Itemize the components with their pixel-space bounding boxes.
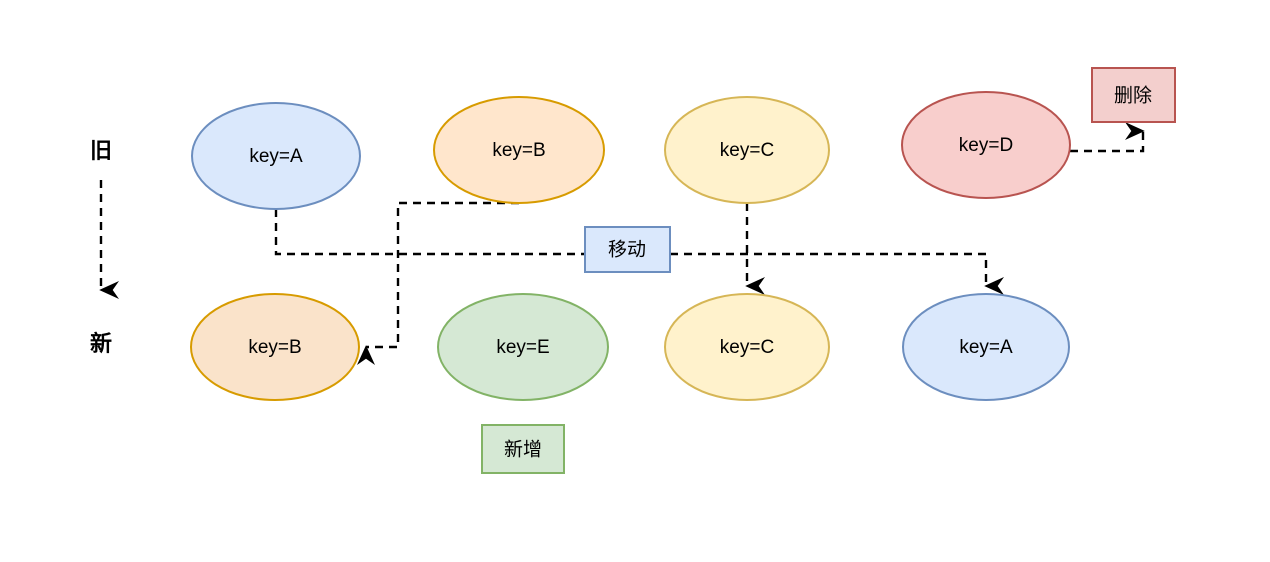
node-old-key-d[interactable]: key=D <box>901 91 1071 199</box>
node-new-key-c[interactable]: key=C <box>664 293 830 401</box>
node-label-old-b: key=B <box>492 140 545 161</box>
node-label-new-c: key=C <box>720 337 774 358</box>
node-new-key-b[interactable]: key=B <box>190 293 360 401</box>
tag-delete[interactable]: 删除 <box>1091 67 1176 123</box>
edge-layer <box>274 122 1145 365</box>
node-label-new-a: key=A <box>959 337 1013 358</box>
node-old-key-c[interactable]: key=C <box>664 96 830 204</box>
node-new-key-a[interactable]: key=A <box>902 293 1070 401</box>
node-ellipse-old-a[interactable] <box>191 102 361 210</box>
node-ellipse-new-c[interactable] <box>664 293 830 401</box>
axis-label-old: 旧 <box>90 139 112 164</box>
node-label-old-a: key=A <box>249 146 303 167</box>
tag-add[interactable]: 新增 <box>481 424 565 474</box>
axis-label-new: 新 <box>90 331 112 357</box>
edge-move-tag-to-new-a <box>670 252 1004 295</box>
tag-delete-label: 删除 <box>1114 85 1152 107</box>
tag-add-label: 新增 <box>504 439 542 461</box>
node-label-old-d: key=D <box>959 135 1013 156</box>
node-ellipse-old-d[interactable] <box>901 91 1071 199</box>
node-label-old-c: key=C <box>720 140 774 161</box>
node-ellipse-old-b[interactable] <box>433 96 605 204</box>
edge-old-a-to-move-tag <box>274 209 585 256</box>
edge-old-d-to-delete-tag <box>1070 122 1145 153</box>
tag-move-box[interactable] <box>584 226 671 273</box>
node-new-key-e[interactable]: key=E <box>437 293 609 401</box>
tag-move[interactable]: 移动 <box>584 226 671 273</box>
tag-delete-box[interactable] <box>1091 67 1176 123</box>
tag-layer: 移动 删除 新增 <box>481 67 1176 474</box>
edge-old-b-to-new-b <box>357 201 519 365</box>
node-old-key-a[interactable]: key=A <box>191 102 361 210</box>
node-ellipse-new-e[interactable] <box>437 293 609 401</box>
old-row: key=A key=B key=C key=D <box>191 91 1071 210</box>
old-new-axis: 旧 新 <box>90 139 119 357</box>
node-ellipse-new-b[interactable] <box>190 293 360 401</box>
node-old-key-b[interactable]: key=B <box>433 96 605 204</box>
tag-add-box[interactable] <box>481 424 565 474</box>
node-label-new-e: key=E <box>496 337 549 358</box>
node-ellipse-new-a[interactable] <box>902 293 1070 401</box>
node-label-new-b: key=B <box>248 337 301 358</box>
tag-move-label: 移动 <box>608 239 646 261</box>
node-ellipse-old-c[interactable] <box>664 96 830 204</box>
new-row: key=B key=E key=C key=A <box>190 293 1070 401</box>
